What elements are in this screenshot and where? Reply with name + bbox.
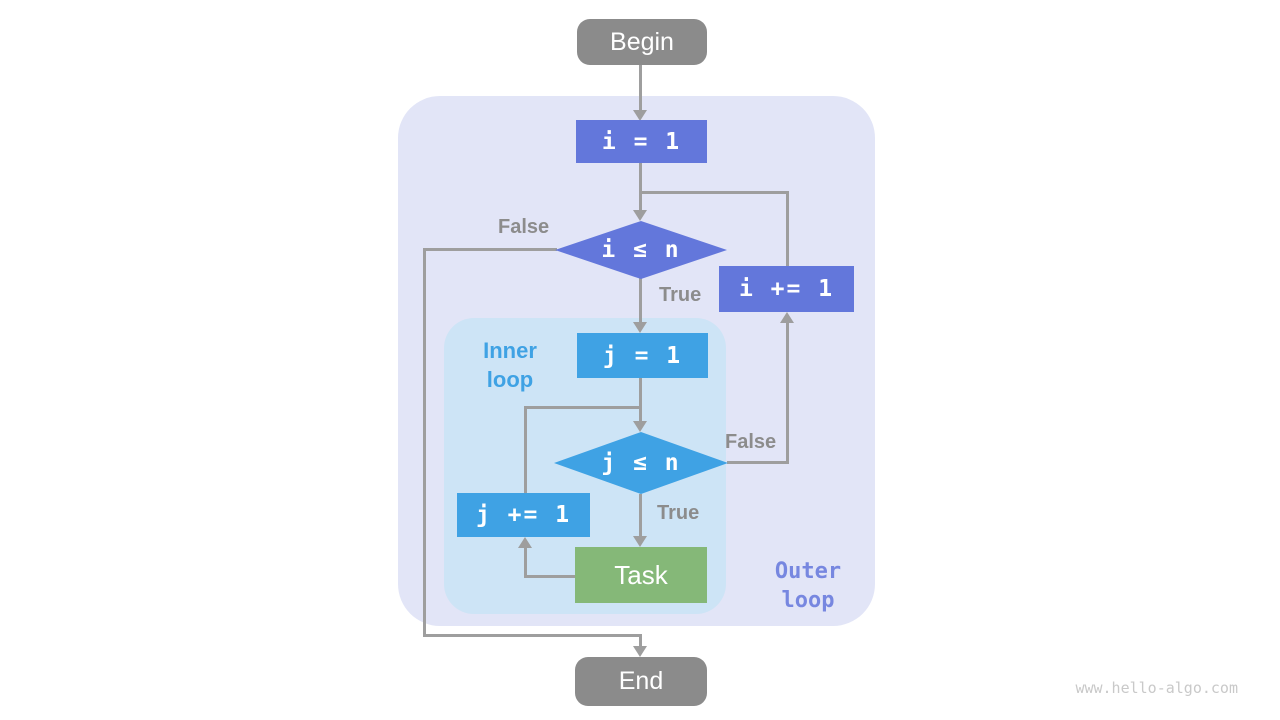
outer-loop-label-line2: loop (781, 588, 835, 613)
edge-inc-i-return-vertical (786, 191, 789, 268)
label-cond-i-false: False (498, 216, 550, 238)
label-cond-j-true: True (657, 502, 700, 524)
arrowhead-into-inc-j (518, 537, 532, 548)
label-cond-j-false: False (725, 431, 777, 453)
node-end: End (575, 657, 707, 706)
node-begin: Begin (577, 19, 707, 65)
node-task: Task (575, 547, 707, 603)
arrowhead-into-cond-j (633, 421, 647, 432)
edge-init-j-to-cond-j (639, 378, 642, 425)
edge-cond-i-false-horizontal (423, 248, 557, 251)
edge-inc-j-return-horizontal (524, 406, 642, 409)
edge-inc-j-return-vertical (524, 406, 527, 493)
edge-cond-j-true-to-task (639, 494, 642, 540)
arrowhead-into-cond-i (633, 210, 647, 221)
arrowhead-into-init-j (633, 322, 647, 333)
edge-inc-i-return-horizontal (639, 191, 789, 194)
node-init-j: j = 1 (577, 333, 708, 378)
site-watermark: www.hello-algo.com (1075, 679, 1238, 697)
arrowhead-into-init-i (633, 110, 647, 121)
arrowhead-into-end (633, 646, 647, 657)
edge-cond-j-false-vertical (786, 321, 789, 464)
edge-cond-j-false-horizontal (727, 461, 789, 464)
node-inc-i: i += 1 (719, 266, 854, 312)
arrowhead-into-inc-i (780, 312, 794, 323)
outer-loop-label-line1: Outer (774, 559, 842, 584)
edge-cond-i-true-to-init-j (639, 278, 642, 324)
edge-init-i-to-cond-i (639, 163, 642, 212)
inner-loop-label-line2: loop (486, 367, 534, 392)
label-cond-i-true: True (659, 284, 702, 306)
edge-cond-i-false-vertical (423, 248, 426, 637)
edge-to-end-vertical (639, 634, 642, 648)
inner-loop-label: Inner loop (468, 336, 552, 394)
edge-task-to-inc-j-vertical (524, 546, 527, 578)
node-inc-j: j += 1 (457, 493, 590, 537)
inner-loop-label-line1: Inner (483, 338, 537, 363)
outer-loop-label: Outer loop (756, 557, 860, 615)
arrowhead-into-task (633, 536, 647, 547)
edge-to-end-horizontal (423, 634, 642, 637)
node-init-i: i = 1 (576, 120, 707, 163)
edge-begin-to-init-i (639, 65, 642, 112)
edge-task-to-inc-j-horizontal (524, 575, 577, 578)
